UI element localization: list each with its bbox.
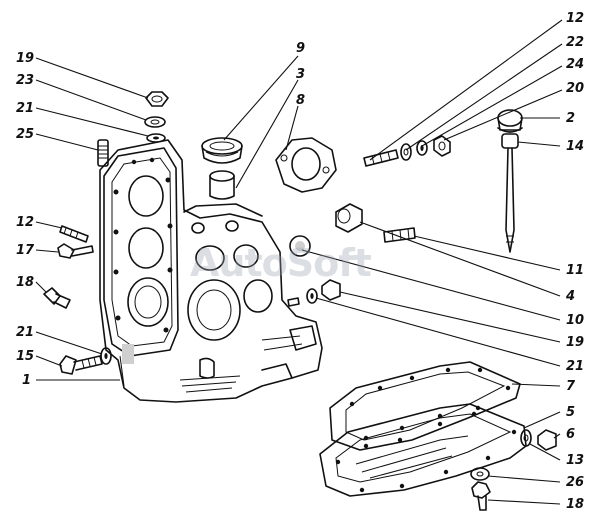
callout-14: 14 [566,139,584,154]
part-sleeve-3 [209,170,235,200]
part-nut-20 [433,135,451,157]
callout-22: 22 [566,35,584,50]
callout-9: 9 [296,41,305,56]
callout-21-right: 21 [566,359,584,374]
part-spring-washer-21-left [100,347,112,365]
callout-17: 17 [16,243,35,258]
callout-20: 20 [566,81,584,96]
crankcase-housing [99,139,323,403]
oil-pan [319,403,527,497]
part-stud-11 [383,227,416,243]
leader-lines [35,19,563,505]
part-washer-22 [400,143,412,161]
part-nut-19-right [321,279,341,301]
callout-25: 25 [16,127,34,142]
part-plug-18-left [43,287,71,309]
callout-19-right: 19 [566,335,584,350]
callout-18-bottom: 18 [566,497,584,512]
part-spring-washer-21-top [146,133,166,143]
callout-23: 23 [16,73,34,88]
callout-19-top: 19 [16,51,34,66]
callout-12-right: 12 [566,11,584,26]
part-spring-washer-21-right [306,288,318,304]
part-washer-23 [144,116,166,128]
part-bushing-10 [335,203,363,233]
callout-3: 3 [296,67,305,82]
part-stud-25 [97,139,109,167]
oil-pan-gasket [329,361,521,451]
callout-15: 15 [16,349,34,364]
callout-labels: 19 23 21 25 12 17 18 21 15 1 9 3 8 12 22… [16,11,584,512]
callout-24: 24 [566,57,584,72]
callout-1: 1 [22,373,31,388]
part-flange-8 [275,137,337,193]
part-bolt-18-bottom [471,481,491,511]
callout-2: 2 [566,111,575,126]
callout-11: 11 [566,263,584,278]
callout-4: 4 [565,289,575,304]
callout-21-top: 21 [16,101,34,116]
callout-12-left: 12 [16,215,34,230]
part-plug-4 [289,235,311,257]
part-bolt-12-left [59,225,89,243]
callout-21-left: 21 [16,325,34,340]
part-small-stud-side [287,297,300,307]
callout-13: 13 [566,453,584,468]
part-cap-9 [201,137,243,164]
part-dipstick-2-14 [497,109,523,253]
callout-26: 26 [566,475,584,490]
part-bolt-12-right [363,149,399,167]
part-bolt-17 [57,243,94,259]
part-bolt-15 [59,355,103,375]
callout-8: 8 [296,93,305,108]
part-gasket-13 [520,429,532,447]
part-washer-26 [470,467,490,481]
watermark: AutoSoft [190,241,372,285]
callout-7: 7 [566,379,576,394]
part-nut-19-top [145,91,169,107]
part-drain-plug-6 [537,429,557,451]
callout-6: 6 [566,427,575,442]
part-spring-washer-24 [416,140,428,156]
callout-5: 5 [566,405,575,420]
callout-10: 10 [566,313,584,328]
callout-18-left: 18 [16,275,34,290]
